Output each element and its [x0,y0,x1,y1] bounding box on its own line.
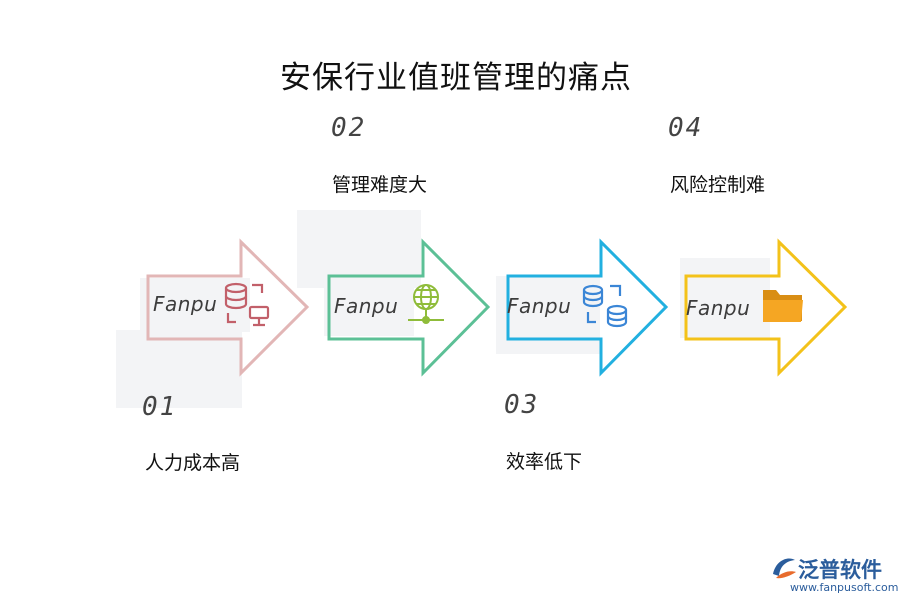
page-title: 安保行业值班管理的痛点 [280,60,632,96]
arrow-step-1 [146,238,310,377]
watermark-block [324,278,414,336]
arrow-step-2 [327,238,491,377]
step-number-4: 04 [668,113,704,143]
brand-name: 泛普软件 [798,558,882,582]
step-number-1: 01 [142,392,178,422]
step-number-2: 02 [331,113,367,143]
watermark-block [116,330,242,408]
folder-icon [763,290,803,322]
brand-url: www.fanpusoft.com [790,581,899,594]
arrow-step-4 [684,238,848,377]
brand-logo: 泛普软件 www.fanpusoft.com [770,550,899,598]
globe-network-icon [408,284,444,324]
arrow-step-3 [506,238,669,377]
watermark-block [496,276,600,354]
step-label-1: 人力成本高 [145,452,241,474]
database-transfer-icon [582,284,628,328]
watermark-text: Fanpu [153,292,218,316]
watermark-text: Fanpu [334,294,399,318]
database-network-icon [224,282,270,327]
step-label-4: 风险控制难 [670,174,766,196]
step-number-3: 03 [504,390,540,420]
watermark-block [680,258,770,338]
step-label-3: 效率低下 [506,451,583,473]
brand-logo-icon [773,558,796,579]
watermark-text: Fanpu [507,294,572,318]
watermark-text: Fanpu [686,296,751,320]
step-label-2: 管理难度大 [332,174,428,196]
